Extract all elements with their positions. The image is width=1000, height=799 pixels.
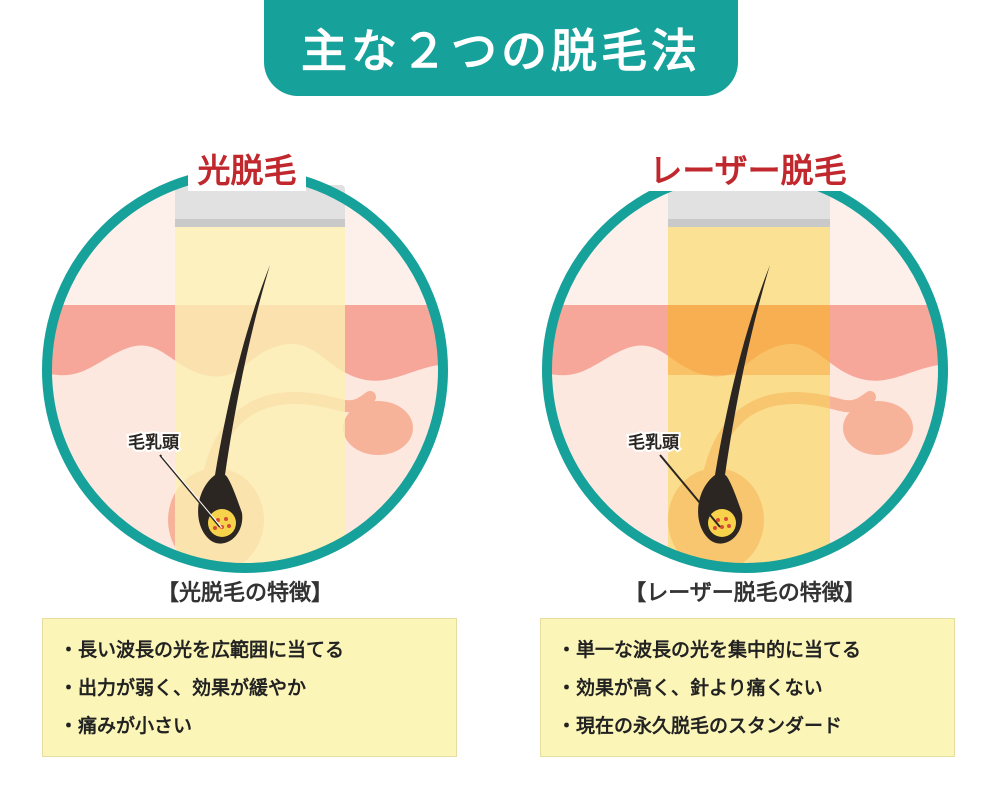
dermal-papilla bbox=[208, 509, 236, 537]
label-pointer-line bbox=[159, 454, 221, 528]
method-label: 光脱毛 bbox=[198, 151, 297, 190]
features-box: 単一な波長の光を集中的に当てる 効果が高く、針より痛くない 現在の永久脱毛のスタ… bbox=[540, 618, 955, 757]
panel-light-hair-removal: 光脱毛 毛乳頭 【光脱毛の特徴】 長い波長の光を広範囲に当てる 出力が弱く、効果… bbox=[10, 135, 480, 795]
dermal-papilla-label: 毛乳頭 bbox=[128, 432, 180, 453]
page-title: 主な２つの脱毛法 bbox=[301, 24, 701, 78]
header-banner: 主な２つの脱毛法 bbox=[264, 0, 738, 96]
panel-laser-hair-removal: レーザー脱毛 毛乳頭 【レーザー脱毛の特徴】 単一な波長の光を集中的に当てる 効… bbox=[510, 135, 980, 795]
device-head bbox=[668, 185, 830, 227]
feature-item: 出力が弱く、効果が緩やか bbox=[78, 669, 456, 707]
label-pointer-line bbox=[659, 454, 721, 528]
dermal-papilla-label: 毛乳頭 bbox=[628, 432, 680, 453]
laser-beam bbox=[668, 220, 830, 568]
hair-shaft bbox=[198, 265, 270, 544]
feature-item: 長い波長の光を広範囲に当てる bbox=[78, 631, 456, 669]
diagram-laser: レーザー脱毛 毛乳頭 bbox=[542, 147, 948, 573]
feature-item: 現在の永久脱毛のスタンダード bbox=[576, 707, 954, 745]
sebaceous-gland bbox=[843, 401, 913, 455]
features-title: 【光脱毛の特徴】 bbox=[156, 581, 333, 606]
feature-item: 単一な波長の光を集中的に当てる bbox=[576, 631, 954, 669]
diagram-light: 光脱毛 毛乳頭 bbox=[42, 147, 448, 573]
dermal-papilla bbox=[708, 509, 736, 537]
illustration-light: 光脱毛 毛乳頭 bbox=[10, 135, 480, 575]
illustration-laser: レーザー脱毛 毛乳頭 bbox=[510, 135, 980, 575]
method-label: レーザー脱毛 bbox=[649, 151, 846, 190]
device-head bbox=[175, 185, 345, 227]
sebaceous-gland bbox=[343, 401, 413, 455]
features-title: 【レーザー脱毛の特徴】 bbox=[624, 581, 866, 606]
feature-item: 効果が高く、針より痛くない bbox=[576, 669, 954, 707]
features-box: 長い波長の光を広範囲に当てる 出力が弱く、効果が緩やか 痛みが小さい bbox=[42, 618, 457, 757]
feature-item: 痛みが小さい bbox=[78, 707, 456, 745]
hair-shaft bbox=[698, 265, 770, 544]
